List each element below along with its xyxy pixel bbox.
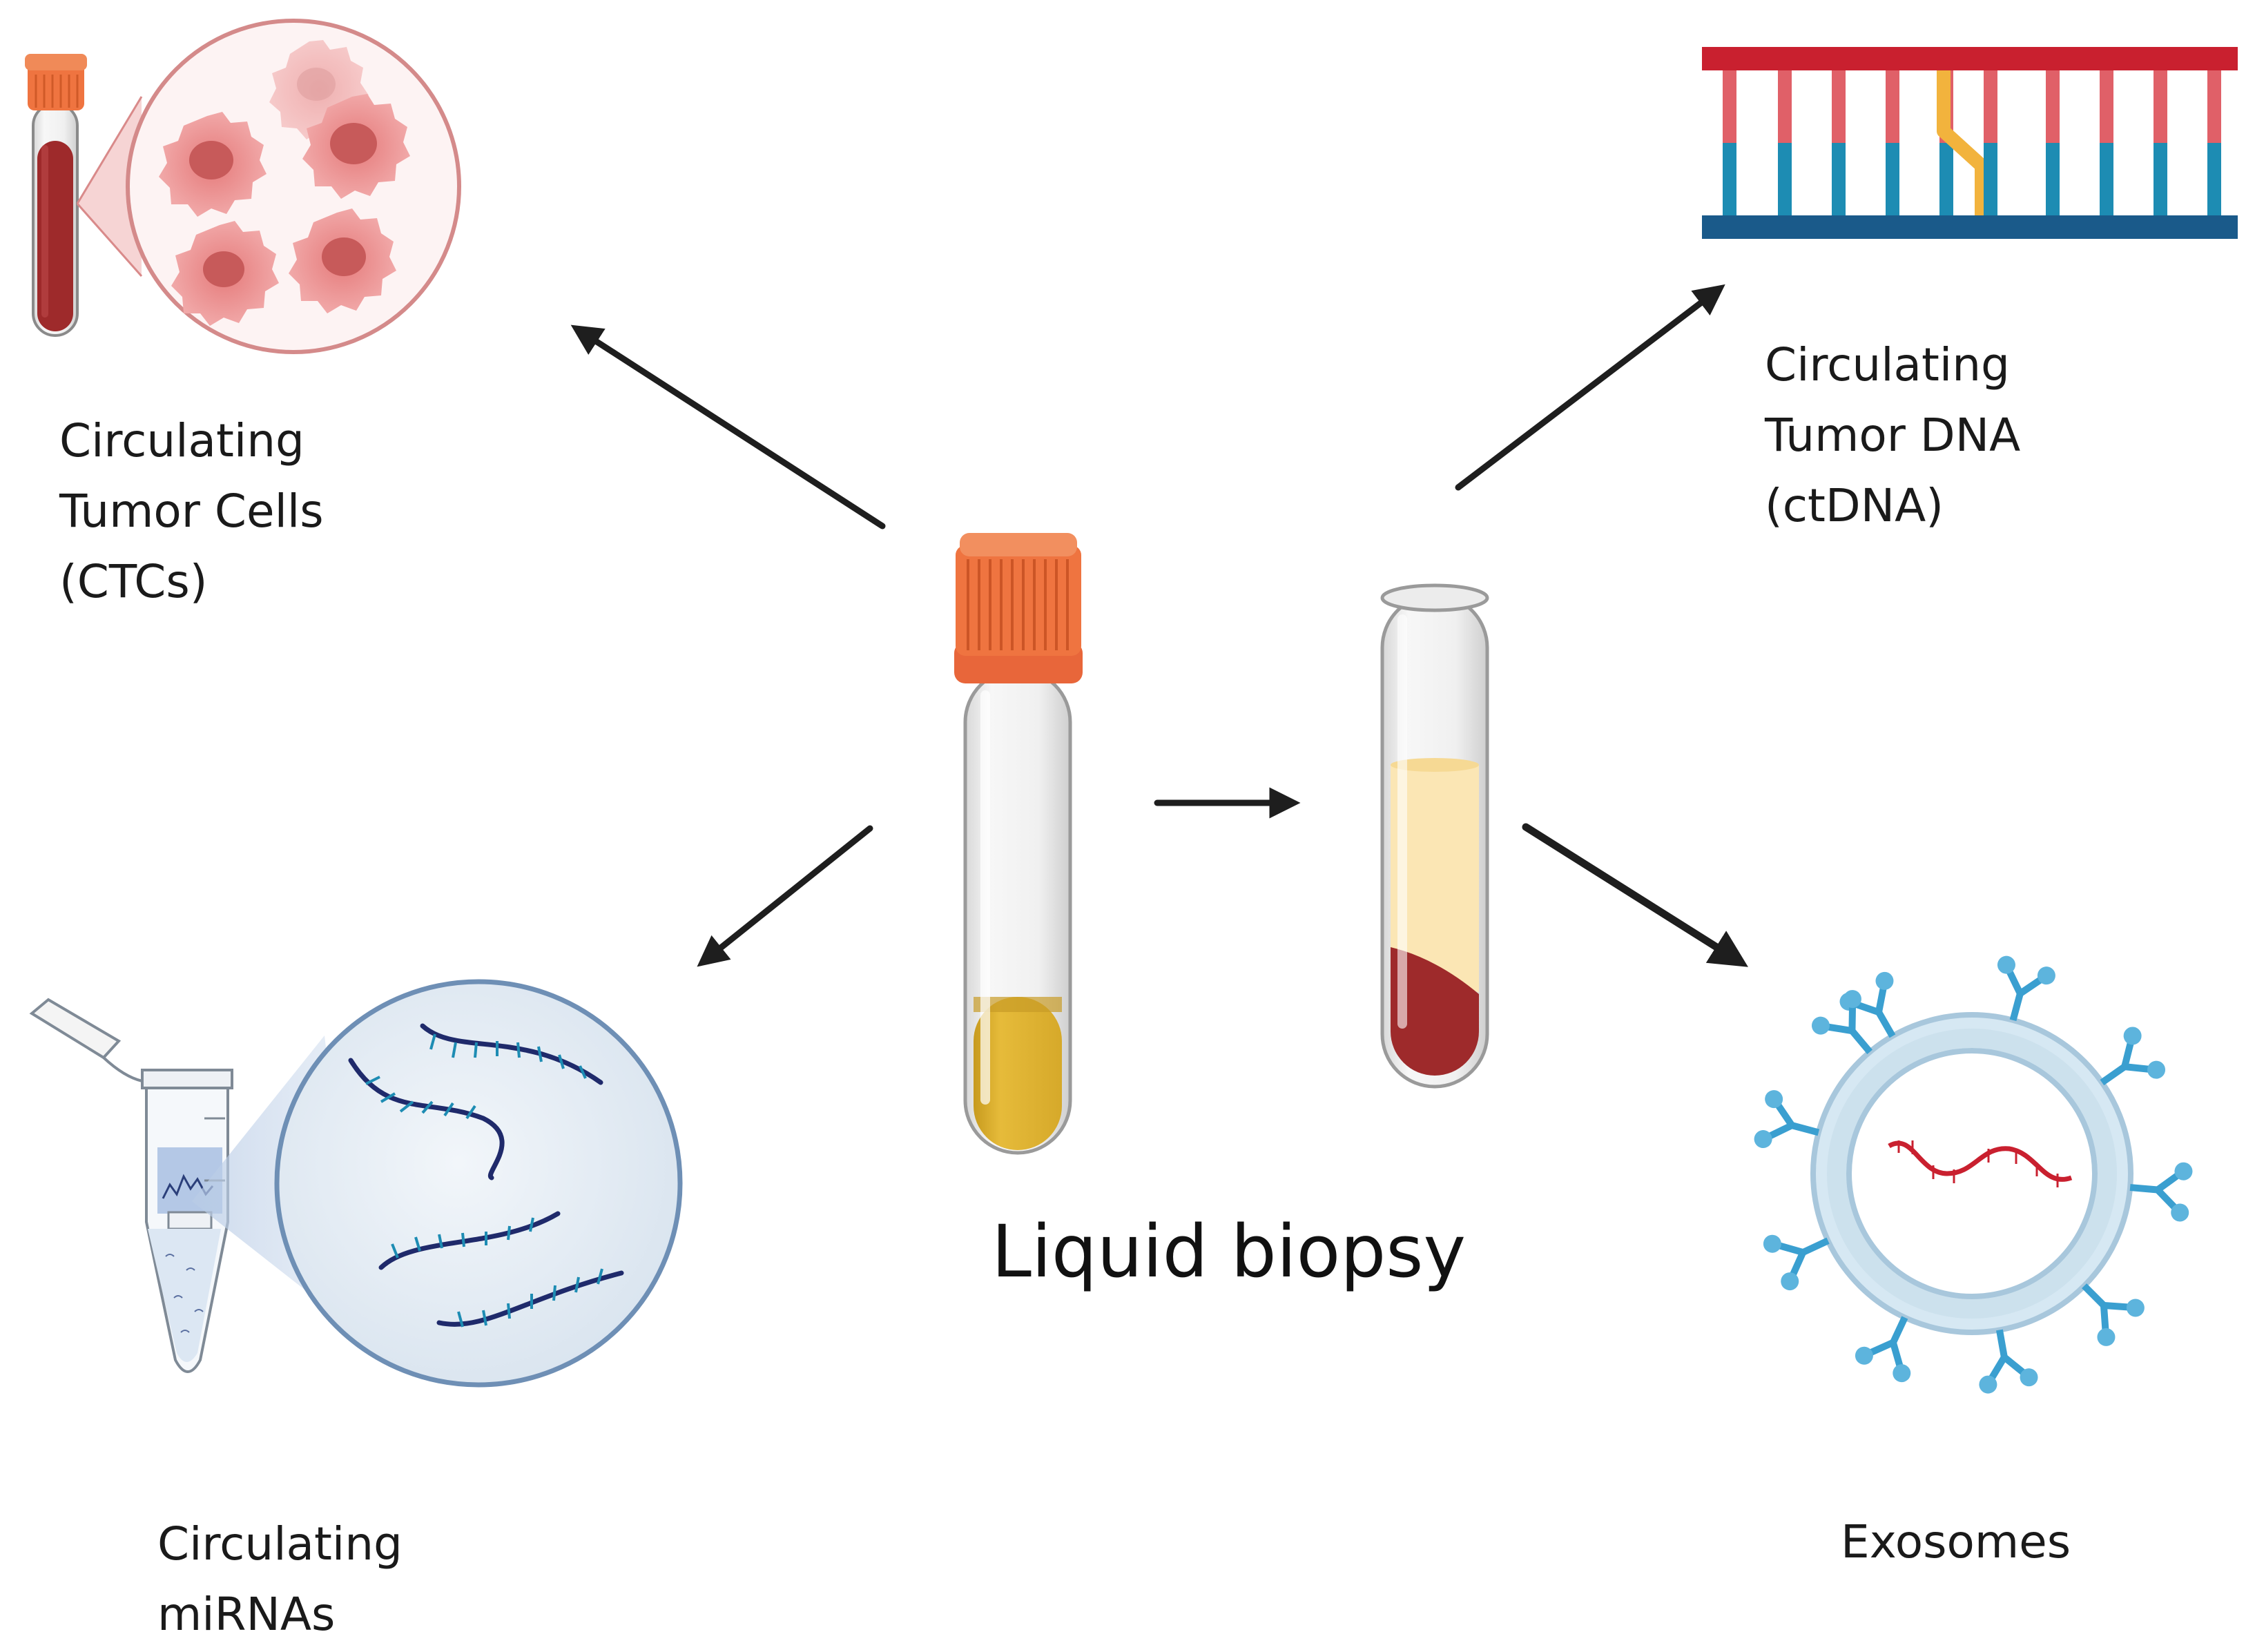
mirna-label-line-2: miRNAs	[157, 1588, 336, 1641]
ctc-magnified-cells	[126, 19, 461, 354]
ctc-label-line-3: (CTCs)	[59, 555, 208, 608]
exosome-rna-strand	[1888, 1140, 2073, 1182]
exosome-vesicle	[1754, 955, 2193, 1394]
ctc-zoom-cone	[77, 97, 142, 276]
arrow-to-mirna	[697, 825, 873, 967]
mirna-strand	[420, 1023, 603, 1085]
exosome-rna-bases	[1897, 1140, 2059, 1187]
ctc-label-line-1: Circulating	[59, 414, 304, 467]
tumor-cell	[289, 208, 396, 313]
tumor-cell	[159, 112, 267, 217]
dna-rungs	[1723, 70, 2221, 215]
mirna-strand	[348, 1058, 505, 1180]
exosomes-label: Exosomes	[1841, 1507, 2071, 1577]
arrow-to-ctdna	[1455, 284, 1725, 491]
dna-mismatch	[1937, 70, 1988, 215]
mirna-strand	[436, 1270, 624, 1327]
diagram-title: Liquid biopsy	[991, 1209, 1467, 1294]
tumor-cell	[171, 221, 279, 326]
mirna-label: Circulating miRNAs	[157, 1509, 403, 1650]
ctdna-label-line-1: Circulating	[1765, 338, 2010, 391]
exosome-surface-proteins	[1754, 955, 2193, 1394]
mirna-magnified	[274, 979, 683, 1388]
separated-plasma-tube	[1380, 583, 1489, 1089]
microcentrifuge-tube	[29, 998, 233, 1373]
ctc-label: Circulating Tumor Cells (CTCs)	[59, 406, 324, 617]
arrow-to-ctc	[570, 324, 886, 529]
tumor-cell	[302, 94, 410, 199]
arrow-to-exosomes	[1522, 823, 1748, 967]
arrows	[570, 284, 1748, 967]
ctc-label-line-2: Tumor Cells	[59, 485, 324, 538]
mirna-label-line-1: Circulating	[157, 1517, 403, 1571]
ctdna-label-line-2: Tumor DNA	[1765, 409, 2021, 462]
ctdna-label: Circulating Tumor DNA (ctDNA)	[1765, 330, 2020, 541]
ctc-blood-tube	[25, 54, 87, 337]
mirna-bases	[365, 1033, 603, 1328]
ctdna-ladder	[1702, 47, 2238, 239]
ctdna-label-line-3: (ctDNA)	[1765, 479, 1944, 532]
exosomes-label-line-1: Exosomes	[1841, 1515, 2071, 1568]
blood-collection-tube	[954, 533, 1083, 1155]
